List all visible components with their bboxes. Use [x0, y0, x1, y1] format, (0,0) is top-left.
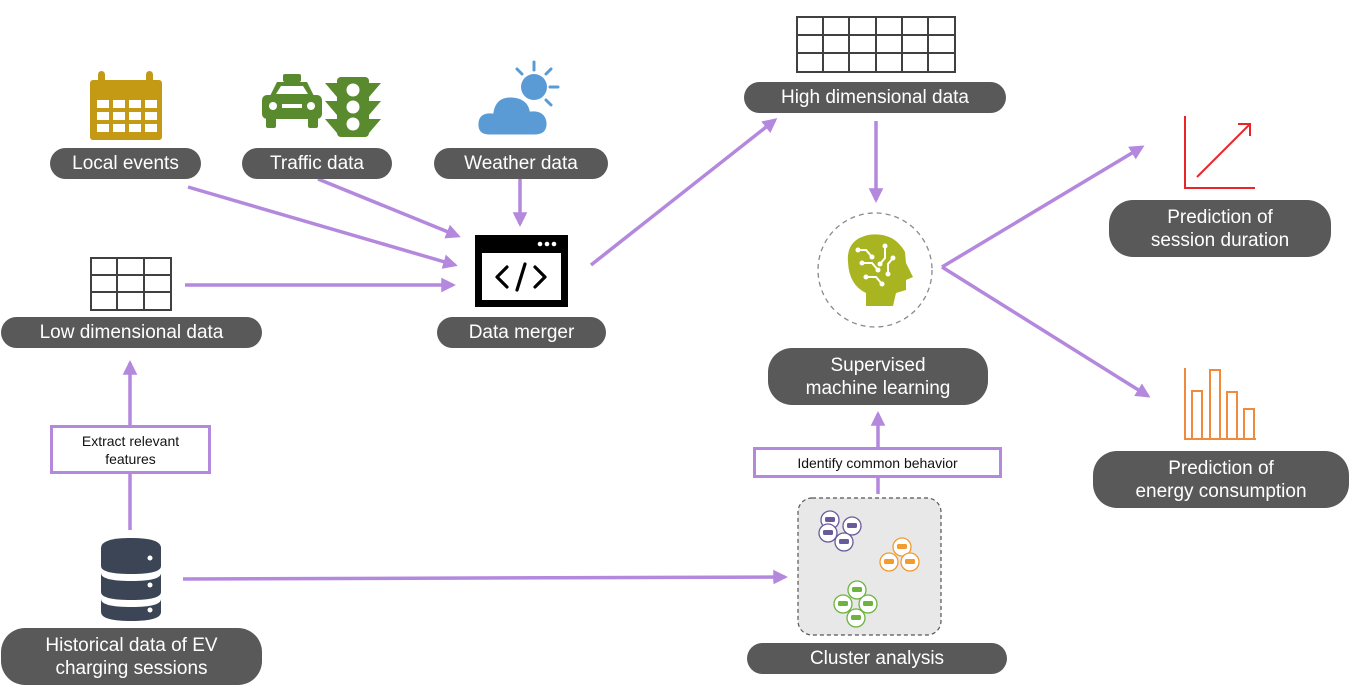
arrow-merger-to-high [589, 118, 778, 267]
supervised-ml-line2: machine learning [805, 377, 951, 399]
label-supervised-ml: Supervised machine learning [768, 348, 988, 405]
cluster-analysis-text: Cluster analysis [809, 648, 945, 669]
code-window-icon [475, 235, 568, 307]
box-identify-behavior: Identify common behavior [753, 447, 1002, 478]
extract-features-line2: features [105, 450, 156, 467]
label-high-dimensional-data: High dimensional data [744, 82, 1006, 113]
prediction-energy-line2: energy consumption [1135, 480, 1307, 502]
historical-data-line2: charging sessions [55, 657, 208, 679]
prediction-energy-line1: Prediction of [1168, 457, 1274, 479]
local-events-text: Local events [72, 153, 179, 174]
traffic-data-text: Traffic data [270, 153, 364, 174]
identify-behavior-text: Identify common behavior [797, 454, 958, 471]
prediction-session-line2: session duration [1150, 229, 1290, 251]
label-local-events: Local events [50, 148, 201, 179]
bar-chart-icon [1184, 368, 1256, 440]
box-extract-features: Extract relevant features [50, 425, 211, 474]
arrows [122, 118, 1151, 585]
calendar-icon [90, 71, 162, 140]
low-dimensional-data-text: Low dimensional data [39, 322, 224, 343]
cluster-green [833, 580, 878, 628]
label-traffic-data: Traffic data [242, 148, 392, 179]
label-historical-data: Historical data of EV charging sessions [1, 628, 262, 685]
label-data-merger: Data merger [437, 317, 606, 348]
data-merger-text: Data merger [468, 322, 575, 343]
arrow-ml-to-energy [941, 265, 1151, 398]
cluster-icon [797, 497, 942, 636]
taxi-icon [262, 74, 322, 128]
supervised-ml-line1: Supervised [830, 354, 926, 376]
table-icon [796, 16, 956, 73]
extract-features-line1: Extract relevant [81, 432, 180, 449]
arrow-traffic-to-merger [317, 177, 461, 239]
label-cluster-analysis: Cluster analysis [747, 643, 1007, 674]
weather-icon [475, 60, 560, 138]
line-chart-icon [1184, 116, 1255, 189]
prediction-session-line1: Prediction of [1167, 206, 1273, 228]
label-weather-data: Weather data [434, 148, 608, 179]
cluster-purple [818, 510, 862, 552]
weather-data-text: Weather data [464, 153, 578, 174]
historical-data-line1: Historical data of EV [45, 634, 218, 656]
label-prediction-session: Prediction of session duration [1109, 200, 1331, 257]
high-dimensional-data-text: High dimensional data [780, 87, 969, 108]
brain-icon [817, 212, 933, 328]
traffic-light-icon [325, 77, 381, 137]
arrow-historical-to-cluster [182, 569, 788, 585]
cluster-orange [879, 537, 920, 572]
database-icon [101, 538, 161, 621]
label-low-dimensional-data: Low dimensional data [1, 317, 262, 348]
table-icon [90, 257, 172, 311]
arrow-ml-to-session [941, 145, 1145, 269]
label-prediction-energy: Prediction of energy consumption [1093, 451, 1349, 508]
arrow-local-to-merger [187, 185, 458, 269]
